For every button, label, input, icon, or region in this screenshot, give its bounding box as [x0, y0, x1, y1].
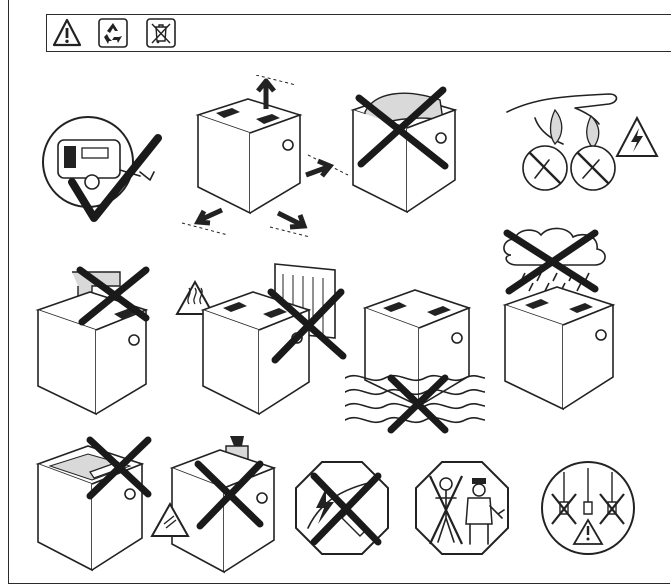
cooler-solvent-cleaning-prohibited: [150, 432, 280, 582]
page-frame: [8, 0, 670, 584]
cooler-interior-spray-prohibited: [30, 432, 160, 582]
crossed-out-bin-icon: [146, 18, 176, 48]
damaged-cable-prohibited: [292, 458, 392, 558]
header-bar: [46, 14, 671, 52]
cooler-near-heater-prohibited: [175, 256, 355, 426]
cooler-transport-arrows: [178, 75, 358, 240]
cooler-under-tap-prohibited: [30, 262, 160, 422]
cooler-in-rain-prohibited: [495, 225, 625, 425]
caravan-checkmark: [40, 110, 165, 230]
cooler-lid-cover-prohibited: [345, 80, 470, 230]
qualified-service-person: [412, 458, 512, 558]
cooler-immersed-in-water-prohibited: [345, 280, 485, 440]
wet-hands-electric-shock-warning: [505, 78, 665, 208]
warning-triangle-icon: [52, 18, 82, 47]
correct-plug-socket: [538, 458, 638, 558]
recycling-icon: [98, 18, 128, 48]
